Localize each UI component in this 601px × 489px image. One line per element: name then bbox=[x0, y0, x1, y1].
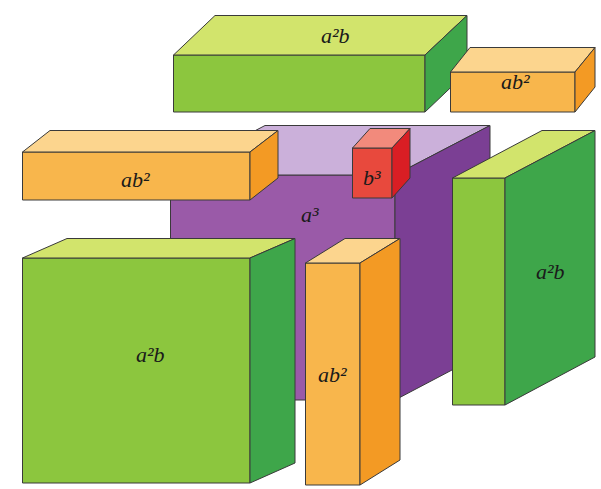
block-label: b³ bbox=[363, 167, 381, 189]
block-label: a³ bbox=[301, 204, 319, 226]
block-label: ab² bbox=[501, 71, 530, 93]
algebra-block: ab² bbox=[22, 130, 278, 200]
algebra-block: ab² bbox=[305, 238, 400, 485]
block-label: a²b bbox=[536, 261, 565, 283]
block-shape bbox=[452, 130, 596, 406]
block-face bbox=[453, 178, 506, 405]
block-face bbox=[505, 131, 595, 406]
algebra-block: a²b bbox=[173, 15, 467, 112]
block-face bbox=[23, 239, 296, 259]
block-face bbox=[353, 148, 393, 198]
block-face bbox=[174, 55, 426, 112]
block-label: a²b bbox=[321, 25, 350, 47]
block-label: ab² bbox=[121, 169, 150, 191]
block-face bbox=[451, 72, 576, 112]
algebra-block: a²b bbox=[452, 130, 595, 405]
block-face bbox=[575, 48, 595, 113]
block-shape bbox=[352, 128, 411, 199]
block-face bbox=[23, 131, 279, 153]
block-face bbox=[174, 16, 468, 56]
block-label: ab² bbox=[318, 364, 347, 386]
block-face bbox=[23, 258, 251, 483]
block-shape bbox=[305, 238, 401, 486]
block-face bbox=[23, 152, 251, 200]
algebra-block: a²b bbox=[22, 238, 295, 483]
block-shape bbox=[173, 15, 468, 113]
block-face bbox=[451, 48, 596, 73]
block-face bbox=[360, 239, 400, 486]
algebra-block: ab² bbox=[450, 47, 595, 112]
algebra-block: b³ bbox=[352, 128, 410, 198]
block-shape bbox=[22, 130, 279, 201]
block-label: a²b bbox=[136, 344, 165, 366]
block-face bbox=[250, 239, 295, 484]
block-face bbox=[306, 263, 361, 485]
